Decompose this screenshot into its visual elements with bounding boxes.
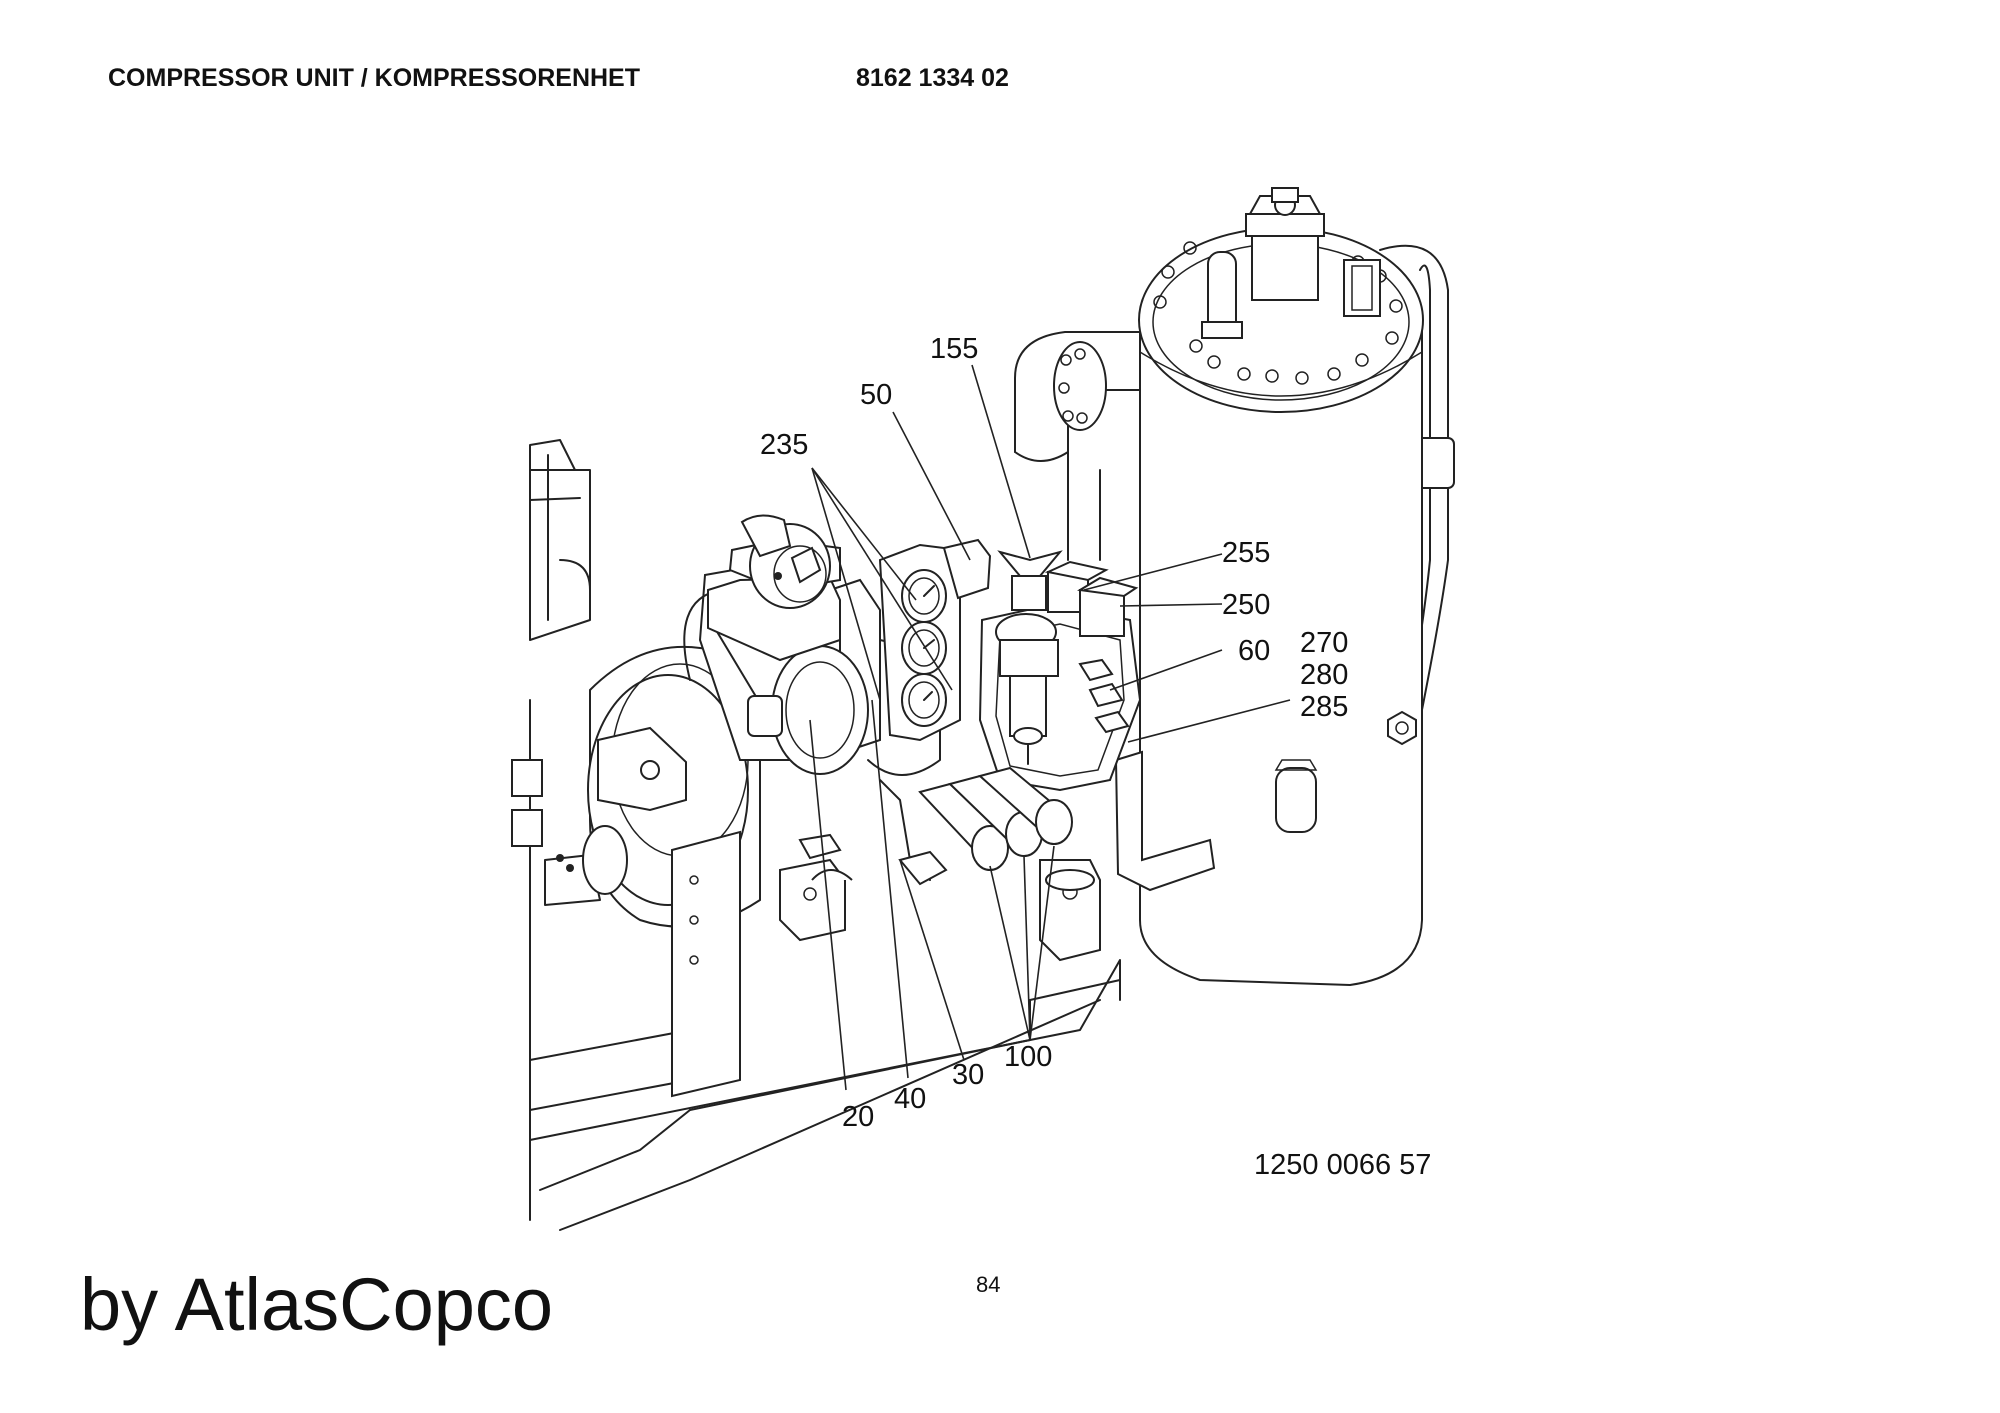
- callout-155: 155: [930, 333, 978, 365]
- callout-60: 60: [1238, 635, 1270, 667]
- document-number: 8162 1334 02: [856, 64, 1009, 92]
- drawing-number: 1250 0066 57: [1254, 1149, 1431, 1181]
- callout-285: 285: [1300, 691, 1348, 723]
- callout-40: 40: [894, 1083, 926, 1115]
- callout-270: 270: [1300, 627, 1348, 659]
- control-block: [879, 550, 1142, 891]
- leader-lines: [809, 364, 1291, 1091]
- compressor-element: [511, 558, 1101, 1098]
- callout-50: 50: [860, 379, 892, 411]
- callout-255: 255: [1222, 537, 1270, 569]
- page-number: 84: [976, 1272, 1001, 1297]
- callout-20: 20: [842, 1101, 874, 1133]
- unloader-assembly: [707, 514, 841, 662]
- callout-235: 235: [760, 429, 808, 461]
- brand-watermark: by AtlasCopco: [80, 1263, 554, 1346]
- receiver-tank: [1114, 187, 1455, 987]
- callout-30: 30: [952, 1059, 984, 1091]
- page-title: COMPRESSOR UNIT / KOMPRESSORENHET: [108, 64, 640, 92]
- callout-280: 280: [1300, 659, 1348, 691]
- inlet-pipe: [1014, 331, 1141, 561]
- callout-250: 250: [1222, 589, 1270, 621]
- gauge-panel: [878, 538, 992, 742]
- callouts: 155 50 235 255 250 60 270 280 285 20 40 …: [760, 333, 1431, 1181]
- callout-100: 100: [1004, 1041, 1052, 1073]
